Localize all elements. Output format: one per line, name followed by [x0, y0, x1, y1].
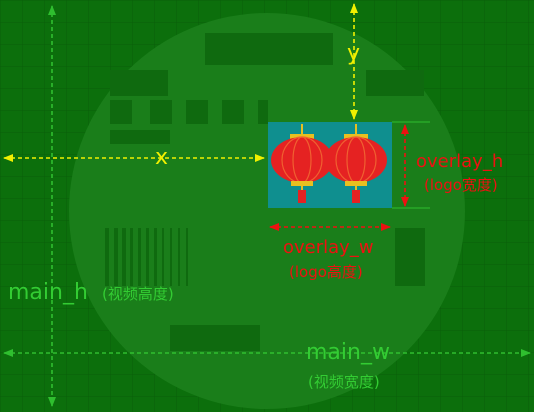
test-pattern-circle: [69, 13, 465, 409]
overlay-w-note: (logo高度): [289, 263, 363, 281]
lantern-icon: [325, 124, 387, 203]
main-h-label: main_h: [8, 280, 88, 305]
main-w-note: (视频宽度): [308, 373, 380, 391]
overlay-h-label: overlay_h: [416, 151, 504, 172]
y-label: y: [347, 41, 361, 66]
lantern-icon: [271, 124, 333, 203]
main-w-label: main_w: [306, 340, 390, 365]
x-label: x: [155, 145, 169, 170]
main-h-note: (视频高度): [102, 285, 174, 303]
overlay-w-label: overlay_w: [283, 237, 374, 258]
overlay-h-note: (logo宽度): [424, 176, 498, 194]
